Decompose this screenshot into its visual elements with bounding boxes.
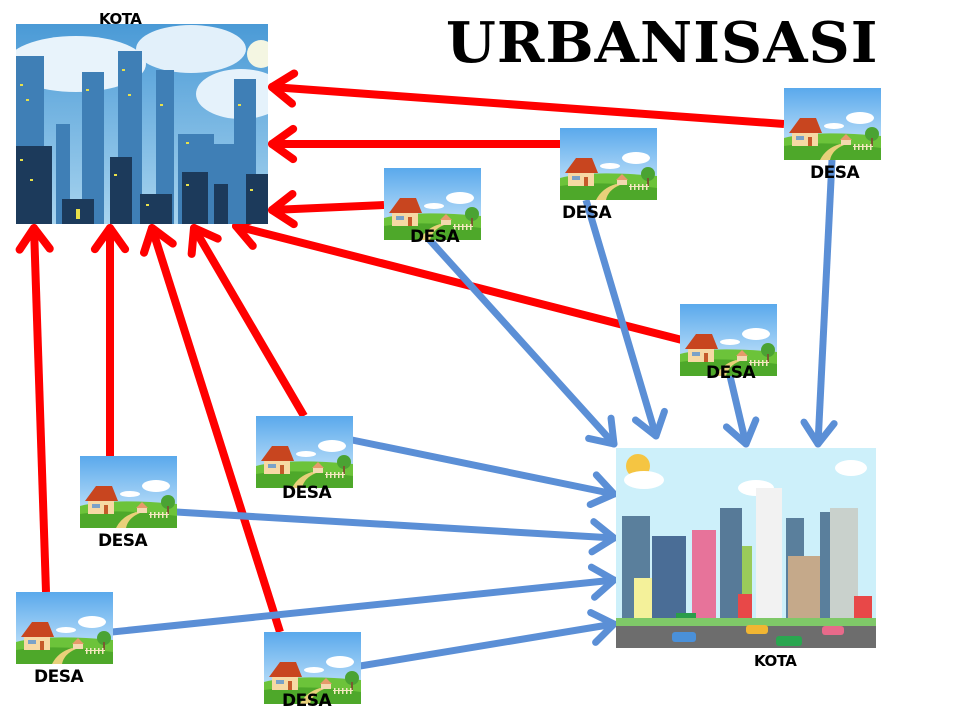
arrow-head (652, 407, 668, 440)
migration-arrow-to-city-1 (139, 224, 284, 634)
arrow-head (15, 224, 38, 254)
migration-arrow-to-city-2 (175, 508, 618, 556)
arrow-head (631, 416, 660, 440)
village-label: DESA (34, 667, 84, 687)
village-label: DESA (98, 531, 148, 551)
arrow-shaft (148, 226, 284, 634)
arrow-head (722, 423, 750, 448)
arrow-head (587, 609, 618, 628)
arrow-head (607, 414, 618, 448)
village-image (256, 416, 353, 488)
migration-arrow-to-city-2 (722, 375, 760, 448)
migration-arrow-to-city-2 (423, 233, 618, 448)
arrow-shaft (814, 159, 836, 445)
arrow-shaft (30, 227, 50, 593)
village-image (384, 168, 481, 240)
diagram-title: URBANISASI (446, 10, 879, 76)
arrow-head (588, 534, 618, 556)
village-image (680, 304, 777, 376)
arrow-head (268, 189, 297, 214)
arrow-head (268, 69, 299, 91)
arrow-shaft (351, 436, 615, 498)
arrow-head (586, 490, 618, 509)
village-label: DESA (282, 483, 332, 503)
migration-arrow-to-city-2 (800, 159, 838, 448)
arrow-head (268, 83, 297, 108)
arrow-shaft (582, 199, 660, 437)
arrow-head (268, 124, 298, 148)
arrow-shaft (271, 201, 385, 214)
migration-arrow-to-city-1 (187, 224, 308, 419)
village-image (16, 592, 113, 664)
migration-arrow-to-city-2 (351, 436, 618, 509)
migration-arrow-to-city-2 (111, 563, 618, 636)
migration-arrow-to-city-1 (268, 189, 385, 229)
city-2-label: KOTA (754, 652, 797, 670)
arrow-head (190, 224, 222, 243)
arrow-head (90, 224, 114, 254)
arrow-head (148, 224, 177, 248)
arrow-shaft (175, 508, 615, 542)
village-label: DESA (282, 691, 332, 711)
arrow-shaft (726, 375, 750, 445)
arrow-head (800, 418, 822, 448)
village-image (784, 88, 881, 160)
city-1-label: KOTA (99, 10, 142, 28)
village-label: DESA (562, 203, 612, 223)
migration-arrow-to-city-2 (359, 609, 618, 670)
arrow-head (106, 224, 130, 254)
arrow-head (592, 471, 618, 498)
arrow-head (268, 206, 298, 229)
arrow-head (30, 224, 54, 253)
migration-arrow-to-city-1 (90, 224, 130, 456)
migration-arrow-to-city-2 (582, 199, 668, 440)
village-label: DESA (810, 163, 860, 183)
arrow-head (232, 222, 257, 250)
village-label: DESA (410, 227, 460, 247)
village-image (560, 128, 657, 200)
arrow-head (139, 224, 156, 257)
village-image (264, 632, 361, 704)
migration-arrow-to-city-1 (268, 124, 560, 164)
arrow-head (592, 620, 618, 646)
arrow-shaft (190, 225, 308, 419)
arrow-head (590, 518, 618, 542)
city-1-image (16, 24, 268, 224)
village-image (80, 456, 177, 528)
village-label: DESA (706, 363, 756, 383)
arrow-head (742, 416, 760, 448)
migration-arrow-to-city-1 (268, 69, 785, 128)
migration-arrow-to-city-1 (15, 224, 54, 593)
arrow-shaft (111, 576, 615, 636)
arrow-head (585, 434, 618, 448)
arrow-head (187, 224, 198, 258)
arrow-head (268, 140, 298, 164)
arrow-shaft (359, 620, 615, 670)
arrow-head (814, 420, 838, 448)
arrow-shaft (271, 83, 785, 128)
arrow-shaft (235, 222, 683, 344)
city-2-image (616, 448, 876, 648)
arrow-shaft (423, 233, 617, 447)
arrow-head (587, 563, 618, 584)
arrow-head (591, 576, 618, 601)
